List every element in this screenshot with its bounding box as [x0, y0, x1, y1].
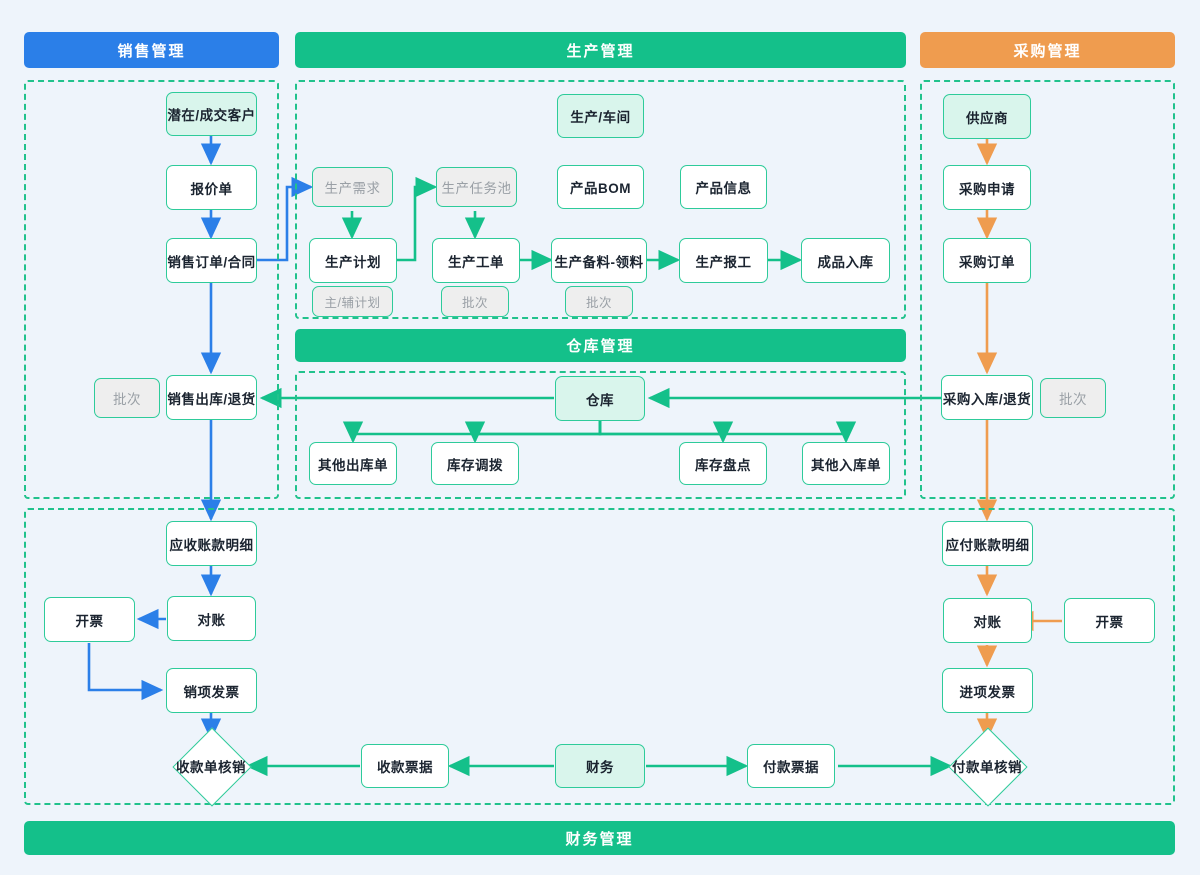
node-purchase-order[interactable]: 采购订单	[943, 238, 1031, 283]
node-material-picking[interactable]: 生产备料-领料	[551, 238, 647, 283]
node-receivable-reconcile[interactable]: 对账	[167, 596, 256, 641]
node-production-demand[interactable]: 生产需求	[312, 167, 393, 207]
node-stock-count[interactable]: 库存盘点	[679, 442, 767, 485]
region-sales	[24, 80, 279, 499]
node-payable-detail[interactable]: 应付账款明细	[942, 521, 1033, 566]
receipt-writeoff-label: 收款单核销	[176, 760, 246, 775]
node-receivable-detail[interactable]: 应收账款明细	[166, 521, 257, 566]
node-supplier[interactable]: 供应商	[943, 94, 1031, 139]
chip-material-batch: 批次	[565, 286, 633, 317]
node-potential-customer[interactable]: 潜在/成交客户	[166, 92, 257, 136]
region-finance	[24, 508, 1175, 805]
node-payable-reconcile[interactable]: 对账	[943, 598, 1032, 643]
node-production-plan[interactable]: 生产计划	[309, 238, 397, 283]
node-workshop[interactable]: 生产/车间	[557, 94, 644, 138]
node-task-pool[interactable]: 生产任务池	[436, 167, 517, 207]
region-production	[295, 80, 906, 319]
node-quotation[interactable]: 报价单	[166, 165, 257, 210]
node-purchase-requisition[interactable]: 采购申请	[943, 165, 1031, 210]
node-sales-order[interactable]: 销售订单/合同	[166, 238, 257, 283]
banner-purchase: 采购管理	[920, 32, 1175, 68]
banner-warehouse: 仓库管理	[295, 329, 906, 362]
node-payment-writeoff[interactable]: 付款单核销	[928, 727, 1046, 807]
node-other-inbound[interactable]: 其他入库单	[802, 442, 890, 485]
chip-plan-type: 主/辅计划	[312, 286, 393, 317]
node-sales-invoice-make[interactable]: 开票	[44, 597, 135, 642]
node-purchase-inbound[interactable]: 采购入库/退货	[941, 375, 1033, 420]
node-input-invoice[interactable]: 进项发票	[942, 668, 1033, 713]
node-output-invoice[interactable]: 销项发票	[166, 668, 257, 713]
node-warehouse-hub[interactable]: 仓库	[555, 376, 645, 421]
node-work-order[interactable]: 生产工单	[432, 238, 520, 283]
payment-writeoff-label: 付款单核销	[952, 760, 1022, 775]
banner-production: 生产管理	[295, 32, 906, 68]
node-finished-goods-in[interactable]: 成品入库	[801, 238, 890, 283]
node-receipt-writeoff[interactable]: 收款单核销	[152, 727, 270, 807]
node-other-outbound[interactable]: 其他出库单	[309, 442, 397, 485]
node-product-info[interactable]: 产品信息	[680, 165, 767, 209]
region-warehouse	[295, 371, 906, 499]
region-purchase	[920, 80, 1175, 499]
node-product-bom[interactable]: 产品BOM	[557, 165, 644, 209]
banner-finance: 财务管理	[24, 821, 1175, 855]
node-stock-transfer[interactable]: 库存调拨	[431, 442, 519, 485]
node-payment-document[interactable]: 付款票据	[747, 744, 835, 788]
node-production-report[interactable]: 生产报工	[679, 238, 768, 283]
banner-sales: 销售管理	[24, 32, 279, 68]
node-finance-hub[interactable]: 财务	[555, 744, 645, 788]
node-purchase-invoice-make[interactable]: 开票	[1064, 598, 1155, 643]
chip-purchase-inbound-batch: 批次	[1040, 378, 1106, 418]
node-sales-outbound[interactable]: 销售出库/退货	[166, 375, 257, 420]
node-receipt-document[interactable]: 收款票据	[361, 744, 449, 788]
chip-work-order-batch: 批次	[441, 286, 509, 317]
chip-sales-outbound-batch: 批次	[94, 378, 160, 418]
